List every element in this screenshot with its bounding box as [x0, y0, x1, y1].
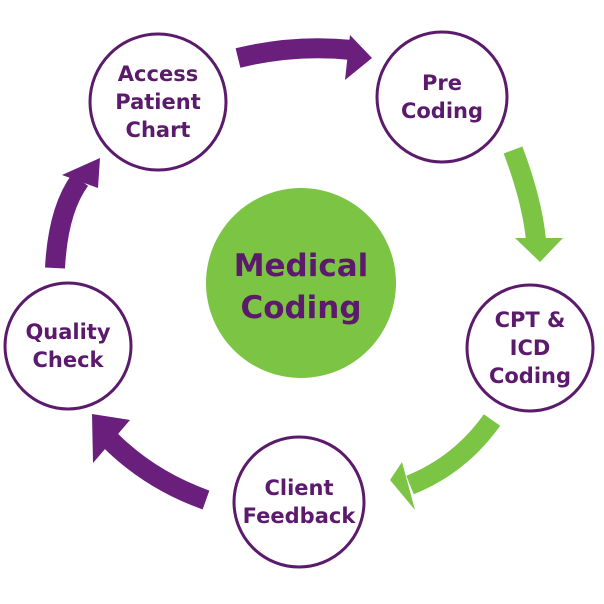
step-label-line: Chart [126, 118, 191, 142]
arrow-head-icon [62, 158, 100, 188]
arrow-head-icon [345, 35, 372, 80]
step-label-line: Quality [25, 320, 110, 344]
step-circle [88, 32, 228, 172]
arrow-pre-coding-to-cpt-icd-coding [503, 146, 563, 262]
center-circle [206, 188, 396, 378]
step-label-line: Pre [422, 71, 462, 95]
arrow-head-icon [92, 414, 130, 463]
arrow-quality-check-to-access-patient-chart [45, 158, 100, 269]
arrow-head-icon [390, 462, 415, 510]
center-hub: Medical Coding [206, 188, 396, 378]
step-label-line: Check [32, 348, 104, 372]
step-label-line: Coding [489, 364, 571, 388]
step-label-line: ICD [510, 336, 551, 360]
step-label-line: Patient [115, 90, 200, 114]
step-circle [232, 435, 366, 569]
step-label-line: Access [118, 62, 198, 86]
step-node-cpt-icd-coding: CPT & ICD Coding [465, 283, 595, 413]
arrow-shaft [406, 414, 501, 495]
arrow-access-patient-chart-to-pre-coding [235, 35, 372, 80]
arrow-client-feedback-to-quality-check [92, 414, 210, 510]
step-circle [375, 30, 509, 164]
step-label-line: CPT & [495, 308, 566, 332]
arrow-shaft [45, 174, 89, 269]
step-circle [465, 283, 595, 413]
arrow-shaft [503, 146, 546, 242]
step-label-line: Coding [401, 99, 483, 123]
arrow-shaft [102, 432, 210, 510]
arrow-shaft [235, 38, 354, 68]
step-label-line: Feedback [243, 504, 357, 528]
step-circle [3, 281, 133, 411]
arrow-head-icon [515, 238, 563, 262]
arrows-layer [45, 35, 563, 510]
step-label-line: Client [264, 476, 333, 500]
center-title-line-2: Coding [240, 290, 361, 326]
center-title-line-1: Medical [234, 248, 369, 284]
arrow-cpt-icd-coding-to-client-feedback [390, 414, 501, 510]
